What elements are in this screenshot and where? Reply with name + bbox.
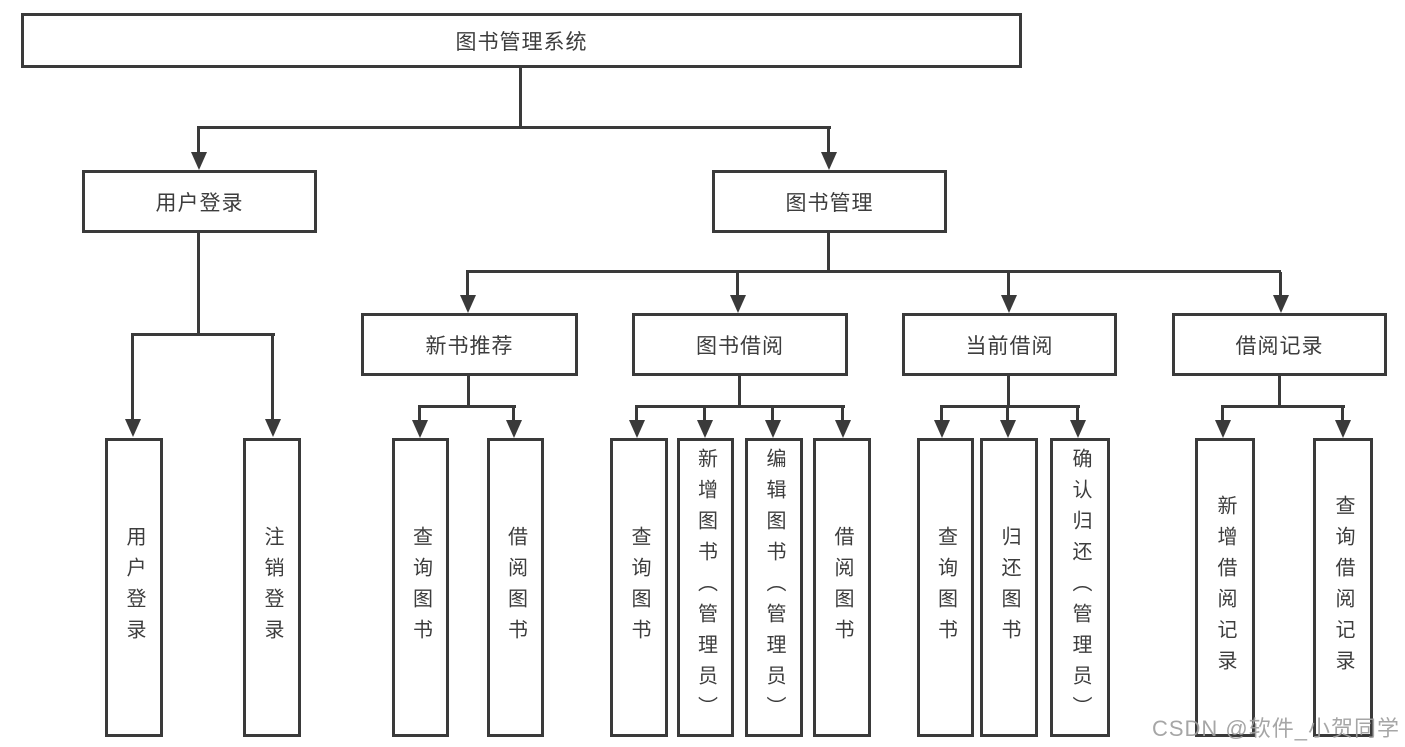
leaf-cb-return-book: 归还图书 bbox=[980, 438, 1038, 737]
node-book-mgmt-label: 图书管理 bbox=[785, 191, 874, 215]
leaf-cb-return-book-label: 归还图书 bbox=[998, 525, 1020, 650]
arrowhead-br-query bbox=[1335, 420, 1351, 438]
connector-user-login-stem bbox=[197, 231, 200, 335]
connector-arrow-current-borrow-shaft bbox=[1007, 272, 1010, 297]
connector-book-borrow-split bbox=[635, 405, 845, 408]
connector-arrow-leaf-login-shaft bbox=[131, 335, 134, 421]
connector-new-book-split bbox=[418, 405, 516, 408]
arrowhead-nb-query bbox=[412, 420, 428, 438]
leaf-user-login: 用户登录 bbox=[105, 438, 163, 737]
connector-arrow-cb-query-shaft bbox=[940, 407, 943, 422]
node-book-mgmt: 图书管理 bbox=[712, 170, 947, 233]
node-current-borrow-label: 当前借阅 bbox=[965, 334, 1054, 358]
connector-book-mgmt-stem bbox=[827, 230, 830, 272]
node-book-borrow-label: 图书借阅 bbox=[696, 334, 784, 358]
arrowhead-nb-borrow bbox=[506, 420, 522, 438]
connector-arrow-bb-add-shaft bbox=[703, 407, 706, 422]
leaf-cb-query-book-label: 查询图书 bbox=[934, 525, 957, 650]
arrowhead-new-book bbox=[460, 295, 476, 313]
leaf-bb-query-book: 查询图书 bbox=[610, 438, 668, 737]
arrowhead-leaf-login bbox=[125, 419, 141, 437]
connector-arrow-nb-borrow-shaft bbox=[512, 407, 515, 422]
leaf-logout-label: 注销登录 bbox=[261, 525, 283, 650]
arrowhead-user-login bbox=[191, 152, 207, 170]
connector-arrow-cb-return-shaft bbox=[1006, 407, 1009, 422]
leaf-bb-edit-book-label: 编辑图书（管理员） bbox=[763, 448, 785, 727]
leaf-nb-query-book: 查询图书 bbox=[392, 438, 449, 737]
leaf-bb-query-book-label: 查询图书 bbox=[628, 525, 650, 650]
connector-current-borrow-split bbox=[940, 405, 1080, 408]
leaf-bb-edit-book: 编辑图书（管理员） bbox=[745, 438, 803, 737]
node-new-book-rec: 新书推荐 bbox=[361, 313, 578, 376]
arrowhead-current-borrow bbox=[1001, 295, 1017, 313]
connector-arrow-bb-edit-shaft bbox=[771, 407, 774, 422]
leaf-bb-add-book-label: 新增图书（管理员） bbox=[694, 448, 717, 727]
leaf-bb-borrow-book-label: 借阅图书 bbox=[831, 525, 853, 650]
leaf-nb-borrow-book-label: 借阅图书 bbox=[504, 525, 527, 650]
leaf-logout: 注销登录 bbox=[243, 438, 301, 737]
node-root: 图书管理系统 bbox=[21, 13, 1022, 68]
arrowhead-br-add bbox=[1215, 420, 1231, 438]
connector-arrow-br-query-shaft bbox=[1341, 407, 1344, 422]
leaf-br-add-record-label: 新增借阅记录 bbox=[1214, 494, 1236, 681]
leaf-user-login-label: 用户登录 bbox=[123, 525, 145, 650]
leaf-bb-add-book: 新增图书（管理员） bbox=[677, 438, 734, 737]
connector-arrow-br-add-shaft bbox=[1221, 407, 1224, 422]
connector-borrow-record-stem bbox=[1278, 372, 1281, 408]
arrowhead-bb-edit bbox=[765, 420, 781, 438]
leaf-cb-query-book: 查询图书 bbox=[917, 438, 974, 737]
leaf-br-query-record: 查询借阅记录 bbox=[1313, 438, 1373, 737]
arrowhead-cb-return bbox=[1000, 420, 1016, 438]
arrowhead-bb-add bbox=[697, 420, 713, 438]
node-user-login-label: 用户登录 bbox=[155, 191, 244, 215]
leaf-cb-confirm-return-label: 确认归还（管理员） bbox=[1069, 448, 1091, 727]
connector-arrow-nb-query-shaft bbox=[418, 407, 421, 422]
leaf-bb-borrow-book: 借阅图书 bbox=[813, 438, 871, 737]
node-book-borrow: 图书借阅 bbox=[632, 313, 848, 376]
connector-new-book-stem bbox=[467, 372, 470, 408]
arrowhead-book-borrow bbox=[730, 295, 746, 313]
connector-arrow-user-login-shaft bbox=[197, 127, 200, 154]
node-borrow-record: 借阅记录 bbox=[1172, 313, 1387, 376]
connector-root-split bbox=[197, 126, 831, 129]
connector-arrow-leaf-logout-shaft bbox=[271, 335, 274, 421]
connector-arrow-cb-confirm-shaft bbox=[1076, 407, 1079, 422]
leaf-nb-query-book-label: 查询图书 bbox=[409, 525, 432, 650]
arrowhead-leaf-logout bbox=[265, 419, 281, 437]
connector-arrow-book-mgmt-shaft bbox=[827, 127, 830, 154]
connector-borrow-record-split bbox=[1221, 405, 1345, 408]
node-root-label: 图书管理系统 bbox=[455, 30, 588, 54]
node-new-book-rec-label: 新书推荐 bbox=[425, 334, 514, 358]
arrowhead-borrow-record bbox=[1273, 295, 1289, 313]
arrowhead-bb-borrow bbox=[835, 420, 851, 438]
arrowhead-bb-query bbox=[629, 420, 645, 438]
leaf-br-add-record: 新增借阅记录 bbox=[1195, 438, 1255, 737]
connector-book-mgmt-split bbox=[466, 270, 1281, 273]
csdn-watermark: CSDN @软件_小贺同学 bbox=[1151, 716, 1400, 741]
connector-arrow-bb-query-shaft bbox=[635, 407, 638, 422]
leaf-br-query-record-label: 查询借阅记录 bbox=[1332, 494, 1354, 681]
node-current-borrow: 当前借阅 bbox=[902, 313, 1117, 376]
connector-user-login-split bbox=[131, 333, 275, 336]
connector-current-borrow-stem bbox=[1007, 372, 1010, 408]
leaf-nb-borrow-book: 借阅图书 bbox=[487, 438, 544, 737]
leaf-cb-confirm-return: 确认归还（管理员） bbox=[1050, 438, 1110, 737]
connector-root-stem bbox=[519, 68, 522, 128]
node-borrow-record-label: 借阅记录 bbox=[1235, 334, 1324, 358]
node-user-login: 用户登录 bbox=[82, 170, 317, 233]
arrowhead-cb-query bbox=[934, 420, 950, 438]
arrowhead-book-mgmt bbox=[821, 152, 837, 170]
arrowhead-cb-confirm bbox=[1070, 420, 1086, 438]
connector-arrow-book-borrow-shaft bbox=[736, 272, 739, 297]
connector-arrow-borrow-record-shaft bbox=[1279, 272, 1282, 297]
connector-book-borrow-stem bbox=[738, 372, 741, 408]
connector-arrow-new-book-shaft bbox=[466, 272, 469, 297]
connector-arrow-bb-borrow-shaft bbox=[841, 407, 844, 422]
